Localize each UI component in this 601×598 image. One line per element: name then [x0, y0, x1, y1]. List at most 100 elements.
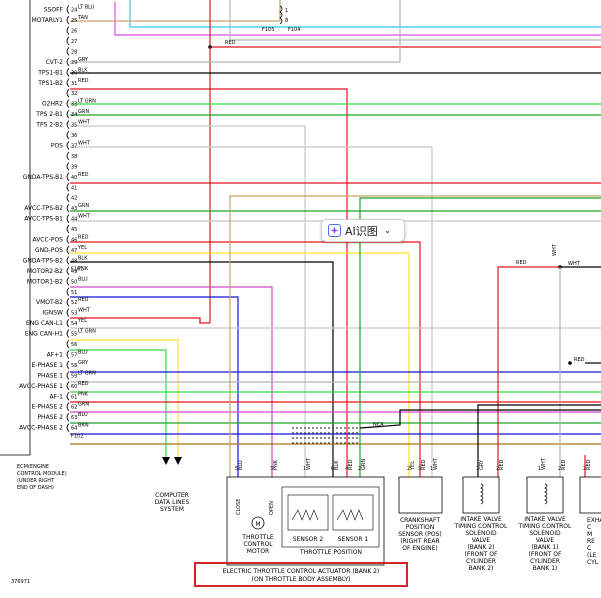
ecm-wire-color: GRY	[78, 57, 89, 63]
ecm-pin-number: 53	[71, 311, 77, 317]
ecm-pin-name: TPS1-B1	[37, 69, 63, 76]
solenoid-bank2-pin-color: GRY	[479, 459, 485, 470]
computer-data-line: DATA LINES	[155, 499, 190, 506]
ecm-wire-color: LT BLU	[78, 5, 95, 11]
exhaust-label-line: M	[587, 531, 592, 538]
wire-ecm-pin-52	[70, 317, 201, 323]
wire-tan-route	[229, 195, 601, 480]
ecm-pin-number: 25	[71, 18, 77, 24]
ecm-pin-number: 40	[71, 175, 77, 181]
actuator-pin-color: WHT	[306, 457, 312, 470]
ecm-pin-number: 29	[71, 60, 77, 66]
ecm-description-line: ECM(ENGINE	[17, 464, 49, 470]
solenoid-bank2-label-line: CYLINDER	[466, 558, 496, 565]
pin-bracket	[66, 381, 70, 391]
solenoid-bank1-pin-color: WHT	[541, 457, 547, 470]
arrow-down-icon	[174, 457, 182, 465]
exhaust-pin-number: 2	[583, 466, 586, 472]
pin-bracket	[66, 120, 70, 129]
ecm-pin-name: MOTARLY1	[32, 17, 64, 24]
solenoid-bank2-label-line: (BANK 2)	[467, 544, 494, 551]
ecm-pin-number: 37	[71, 143, 77, 149]
tps-box	[281, 486, 380, 548]
ecm-wire-color: LT GRN	[78, 329, 96, 335]
solenoid-bank2-label-line: VALVE	[472, 537, 491, 544]
ecm-pin-name: AF+1	[47, 351, 64, 358]
motor-label-line: THROTTLE	[241, 534, 274, 541]
pin-bracket	[66, 130, 70, 140]
wire-ecm-pin-35	[70, 125, 306, 480]
ecm-pin-name: TPS1-B2	[37, 80, 63, 87]
ecm-pin-number: 50	[71, 279, 77, 285]
ecm-pin-name: TPS 2-B2	[35, 122, 63, 129]
ecm-pin-name: POS	[51, 142, 63, 149]
actuator-pin-number: 1	[303, 466, 306, 472]
ecm-pin-number: 24	[71, 8, 77, 14]
pin-bracket	[66, 109, 70, 119]
pin-bracket	[66, 182, 70, 192]
tps-label: THROTTLE POSITION	[299, 549, 362, 556]
ecm-pin-number: 43	[71, 206, 77, 212]
ecm-wire-color: BLU	[78, 276, 88, 282]
splice-far-right	[568, 361, 572, 365]
ecm-pin-number: 27	[71, 39, 77, 45]
motor-label-line: MOTOR	[247, 548, 269, 555]
ecm-pin-number: 55	[71, 332, 77, 338]
solenoid-bank1-label-line: INTAKE VALVE	[524, 516, 566, 523]
wire-label-red-top: RED	[225, 40, 236, 46]
ecm-pin-number: 46	[71, 238, 77, 244]
wire-ecm-pin-37	[70, 146, 433, 480]
solenoid-bank2-label-line: TIMING CONTROL	[454, 523, 508, 530]
pin-bracket	[66, 26, 70, 35]
actuator-pin-color: BLK	[334, 460, 340, 470]
ecm-pin-name: AF-1	[49, 393, 63, 400]
ecm-wire-color: GRN	[78, 402, 89, 408]
wire-label-wht-vertical: WHT	[552, 243, 558, 256]
wire-red-vmot-link	[199, 318, 210, 324]
wire-ecm-pin-50	[70, 296, 239, 480]
motor-open-label: OPEN	[269, 501, 275, 515]
figure-id: 376971	[11, 579, 30, 585]
pin-bracket	[66, 99, 70, 108]
ai-recognize-button[interactable]: AI识图 ⌄	[321, 219, 405, 242]
ecm-pin-number: 26	[71, 29, 77, 35]
wire-ecm-pin-46	[70, 241, 421, 480]
ecm-pin-name: E-PHASE 1	[31, 362, 63, 369]
wire-gray-sol2	[477, 404, 601, 480]
ecm-description-line: (UNDER RIGHT	[17, 478, 55, 484]
ecm-pin-number: 63	[71, 415, 77, 421]
ecm-pin-number: 62	[71, 405, 77, 411]
ecm-pin-name: ENG CAN-L1	[26, 320, 63, 327]
wire-label-wht: WHT	[568, 261, 581, 267]
solenoid-bank2-pin-number: 1	[476, 466, 479, 472]
sensor2-label: SENSOR 2	[293, 536, 324, 543]
ecm-wire-color: BLK	[78, 255, 88, 261]
wire-gray-top	[229, 0, 601, 41]
wire-label-nca: NCA	[373, 422, 384, 428]
ecm-pin-number: 56	[71, 342, 77, 348]
wire-ecm-pin-49	[70, 286, 273, 480]
ecm-pin-name: GND-POS	[35, 247, 63, 254]
wire-magenta-top	[114, 2, 601, 36]
pin-bracket	[66, 412, 70, 422]
exhaust-label-line: EXHA	[587, 517, 601, 524]
ai-sparkle-icon	[328, 224, 341, 237]
ecm-pin-name: GNDA-TPS-B1	[23, 174, 63, 181]
ecm-wire-color: TAN	[77, 15, 88, 21]
ecm-pin-name: SSOFF	[44, 7, 64, 14]
wire-tan-top	[70, 0, 281, 22]
ecm-pin-number: 61	[71, 394, 77, 400]
ecm-pin-name: AVCC-TPS-B1	[24, 216, 63, 223]
arrow-down-icon	[162, 457, 170, 465]
computer-data-line: SYSTEM	[160, 506, 184, 513]
crank-pin-number: 1	[430, 466, 433, 472]
pin-bracket	[66, 151, 70, 161]
ecm-outline	[0, 0, 31, 456]
crank-pin-color: WHT	[433, 457, 439, 470]
pin-bracket	[66, 203, 70, 213]
actuator-box	[226, 476, 385, 566]
ecm-pin-number: 49	[71, 269, 77, 275]
ecm-pin-name: O2HR2	[42, 101, 63, 108]
ecm-wire-color: WHT	[78, 140, 91, 146]
